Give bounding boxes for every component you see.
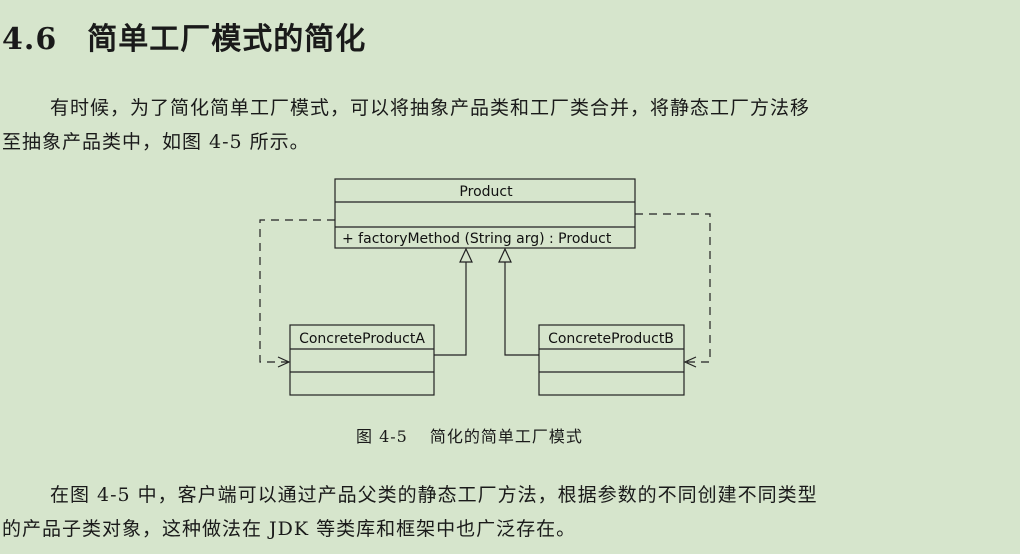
section-title: 简单工厂模式的简化 (87, 22, 367, 57)
product-method: + factoryMethod (String arg) : Product (342, 231, 612, 247)
closing-paragraph: 在图 4-5 中，客户端可以通过产品父类的静态工厂方法，根据参数的不同创建不同类… (2, 478, 818, 546)
product-class-name: Product (459, 184, 513, 200)
concrete-product-a-box: ConcreteProductA (289, 324, 435, 396)
dependency-arrow-b (635, 213, 711, 368)
intro-line-1: 有时候，为了简化简单工厂模式，可以将抽象产品类和工厂类合并，将静态工厂方法移 (50, 97, 811, 119)
figure-caption: 图 4-5 简化的简单工厂模式 (356, 423, 583, 447)
concrete-product-b-name: ConcreteProductB (548, 331, 674, 347)
inheritance-arrow-a (434, 247, 473, 356)
section-heading: 4.6 简单工厂模式的简化 (2, 14, 366, 58)
section-number: 4.6 (2, 22, 58, 57)
figure-title: 简化的简单工厂模式 (429, 427, 583, 446)
dependency-arrow-a (259, 219, 335, 368)
closing-line-1: 在图 4-5 中，客户端可以通过产品父类的静态工厂方法，根据参数的不同创建不同类… (50, 484, 818, 506)
concrete-product-a-name: ConcreteProductA (299, 331, 425, 347)
inheritance-arrow-b (498, 247, 539, 356)
concrete-product-b-box: ConcreteProductB (538, 324, 685, 396)
figure-label: 图 4-5 (356, 427, 408, 446)
intro-line-2: 至抽象产品类中，如图 4-5 所示。 (2, 131, 310, 153)
closing-line-2: 的产品子类对象，这种做法在 JDK 等类库和框架中也广泛存在。 (2, 518, 577, 540)
intro-paragraph: 有时候，为了简化简单工厂模式，可以将抽象产品类和工厂类合并，将静态工厂方法移 至… (2, 91, 810, 159)
product-class-box: Product + factoryMethod (String arg) : P… (334, 178, 636, 249)
